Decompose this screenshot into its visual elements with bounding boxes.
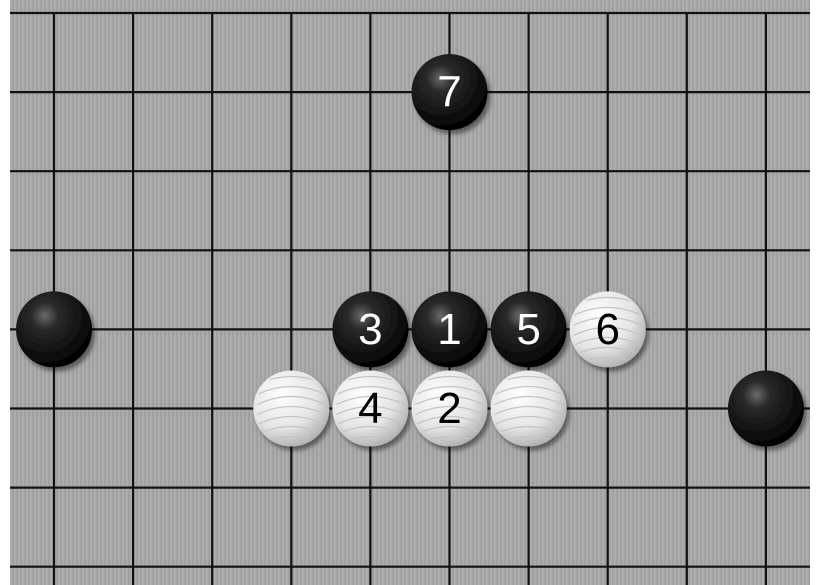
white-stone[interactable] xyxy=(491,371,567,447)
move-number-label: 2 xyxy=(437,384,461,433)
white-stone[interactable]: 4 xyxy=(332,371,408,447)
white-stone[interactable]: 2 xyxy=(412,371,488,447)
move-number-label: 6 xyxy=(595,305,619,354)
black-stone[interactable]: 7 xyxy=(412,54,488,130)
black-stone-body xyxy=(728,371,804,447)
black-stone-body xyxy=(16,291,92,367)
black-stone[interactable]: 3 xyxy=(332,291,408,367)
white-stone[interactable] xyxy=(253,371,329,447)
move-number-label: 7 xyxy=(437,68,461,117)
white-stone[interactable]: 6 xyxy=(570,291,646,367)
white-stone-body xyxy=(491,371,567,447)
move-number-label: 3 xyxy=(358,305,382,354)
black-stone[interactable] xyxy=(728,371,804,447)
black-stone[interactable]: 1 xyxy=(412,291,488,367)
move-number-label: 1 xyxy=(437,305,461,354)
white-stone-body xyxy=(253,371,329,447)
black-stone[interactable] xyxy=(16,291,92,367)
move-number-label: 5 xyxy=(516,305,540,354)
board-surface xyxy=(10,0,810,585)
black-stone[interactable]: 5 xyxy=(491,291,567,367)
move-number-label: 4 xyxy=(358,384,382,433)
